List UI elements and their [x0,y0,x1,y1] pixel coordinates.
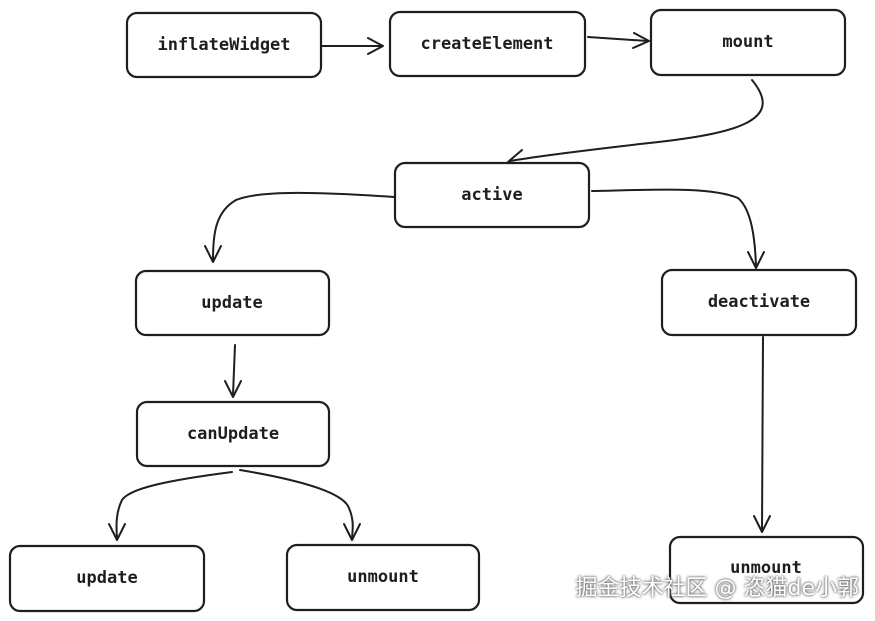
node-label: update [201,293,262,313]
node-inflateWidget[interactable]: inflateWidget [125,11,323,79]
edge-canUpdate-to-unmount-left [239,469,361,541]
node-canUpdate[interactable]: canUpdate [135,400,331,468]
edge-inflateWidget-to-createElement [321,37,384,55]
node-label: update [76,568,137,588]
node-deactivate[interactable]: deactivate [660,268,858,337]
edge-mount-to-active [507,79,764,169]
node-createElement[interactable]: createElement [388,10,587,78]
node-mount[interactable]: mount [649,8,847,77]
node-label: deactivate [708,292,810,312]
edge-active-to-update [204,191,395,263]
edge-createElement-to-mount [587,32,650,49]
node-label: unmount [730,558,802,578]
node-label: mount [722,32,773,52]
node-label: inflateWidget [157,35,290,55]
node-label: unmount [347,567,419,587]
node-label: canUpdate [187,424,279,444]
watermark: 掘金技术社区 @ 恣猫de小郭 [575,576,860,601]
edge-active-to-deactivate [591,188,765,269]
edge-canUpdate-to-update-leaf [108,471,233,541]
node-unmount-left[interactable]: unmount [285,543,481,612]
node-update[interactable]: update [134,269,331,337]
edge-update-to-canUpdate [224,344,242,398]
node-unmount-right[interactable]: unmount [668,535,865,605]
node-label: active [461,185,522,205]
node-update-leaf[interactable]: update [8,544,206,613]
node-active[interactable]: active [393,161,591,229]
edge-deactivate-to-unmount-right [753,336,771,533]
node-label: createElement [420,34,553,54]
edges [108,32,771,541]
